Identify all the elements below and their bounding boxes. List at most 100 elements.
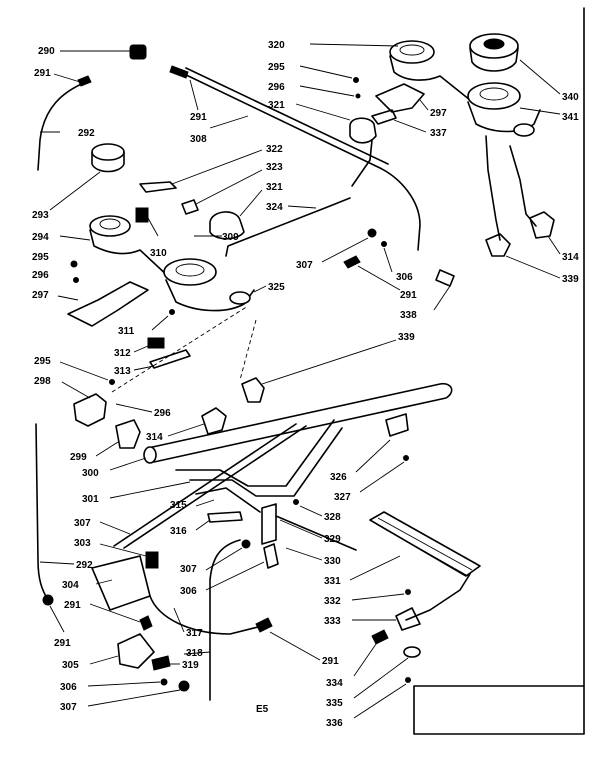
callout-297: 297 <box>430 108 447 119</box>
bracket-333 <box>395 607 421 631</box>
burner-341-inner <box>479 87 509 101</box>
leader <box>547 235 561 255</box>
fitting-319 <box>151 655 171 671</box>
callout-299: 299 <box>70 452 87 463</box>
leader <box>299 85 355 97</box>
leader <box>349 555 401 581</box>
burner-cap-340-body <box>469 47 519 72</box>
tube-317-318 <box>209 539 241 701</box>
callout-297: 297 <box>32 290 49 301</box>
manifold-300-end <box>143 446 157 464</box>
callout-314: 314 <box>146 432 163 443</box>
callout-328: 328 <box>324 512 341 523</box>
rail-307-b <box>123 425 307 549</box>
leader <box>295 103 351 121</box>
leader <box>61 381 91 399</box>
callout-325: 325 <box>268 282 285 293</box>
callout-306: 306 <box>396 272 413 283</box>
tube-315 <box>195 487 261 513</box>
callout-labels: 290 291 291 292 308 322 323 321 324 293 … <box>32 40 579 729</box>
frame-border <box>413 7 585 735</box>
rod-330 <box>275 515 357 551</box>
broiler-feed-tube <box>405 573 471 621</box>
burner-tube-301-b <box>189 427 343 497</box>
callout-296: 296 <box>268 82 285 93</box>
callout-307: 307 <box>60 702 77 713</box>
callout-290: 290 <box>38 46 55 57</box>
leader <box>359 461 405 493</box>
leader <box>151 315 169 331</box>
callout-334: 334 <box>326 678 343 689</box>
tube-292-b <box>35 423 49 601</box>
leader <box>383 247 393 273</box>
burner-325 <box>163 258 217 286</box>
callout-320: 320 <box>268 40 285 51</box>
bracket-313 <box>149 349 191 369</box>
burner-341-tube <box>467 101 541 133</box>
tube-to-valves <box>509 145 537 227</box>
valve-314 <box>201 407 227 435</box>
leader <box>209 115 249 129</box>
fitting-291-e <box>255 617 273 633</box>
valve-314-b <box>529 211 555 239</box>
alignment-dash <box>239 319 257 381</box>
manifold-300 <box>147 382 453 463</box>
leader <box>353 683 407 719</box>
leader <box>173 607 185 633</box>
callout-296: 296 <box>154 408 171 419</box>
callout-292: 292 <box>78 128 95 139</box>
burner-cap-293 <box>91 143 125 161</box>
screw-336 <box>405 677 411 683</box>
callout-319: 319 <box>182 660 199 671</box>
callout-322: 322 <box>266 144 283 155</box>
callout-303: 303 <box>74 538 91 549</box>
leader <box>133 365 155 371</box>
leader <box>205 547 243 571</box>
leader <box>351 593 405 601</box>
leader <box>269 631 321 661</box>
callout-311: 311 <box>118 326 135 337</box>
callout-315: 315 <box>170 500 187 511</box>
upper-left-burner-assembly <box>37 44 455 457</box>
leader <box>195 169 263 205</box>
callout-327: 327 <box>334 492 351 503</box>
leader <box>195 519 211 531</box>
burner-294-tube <box>89 229 171 279</box>
leader <box>519 107 561 115</box>
cap-335 <box>403 646 421 658</box>
bracket-297 <box>67 281 149 327</box>
callout-295: 295 <box>268 62 285 73</box>
washer-296 <box>73 277 79 283</box>
fitting-291-a <box>77 75 92 87</box>
screw-311 <box>169 309 175 315</box>
leader <box>87 689 181 707</box>
callout-293: 293 <box>32 210 49 221</box>
callout-314: 314 <box>562 252 579 263</box>
burner-325-inner <box>175 263 205 277</box>
callout-300: 300 <box>82 468 99 479</box>
leader <box>167 423 205 437</box>
burner-325-end <box>229 291 251 305</box>
callout-291: 291 <box>64 600 81 611</box>
callout-341: 341 <box>562 112 579 123</box>
leader <box>87 681 161 687</box>
burner-320 <box>389 40 435 64</box>
bracket-297-b <box>375 83 425 113</box>
screw-295 <box>70 260 78 268</box>
callout-338: 338 <box>400 310 417 321</box>
leader <box>39 561 75 565</box>
callout-295: 295 <box>32 252 49 263</box>
callout-323: 323 <box>266 162 283 173</box>
washer-296-c <box>355 93 361 99</box>
screw-295-b <box>109 379 115 385</box>
screw-327 <box>403 455 409 461</box>
burner-cap-340-inner <box>483 38 505 50</box>
callout-321: 321 <box>268 100 285 111</box>
burner-341 <box>467 82 521 110</box>
burner-294 <box>89 215 131 237</box>
burner-341-end <box>513 123 535 137</box>
burner-320-inner <box>399 44 425 56</box>
callout-291: 291 <box>34 68 51 79</box>
bracket-329 <box>261 503 277 545</box>
